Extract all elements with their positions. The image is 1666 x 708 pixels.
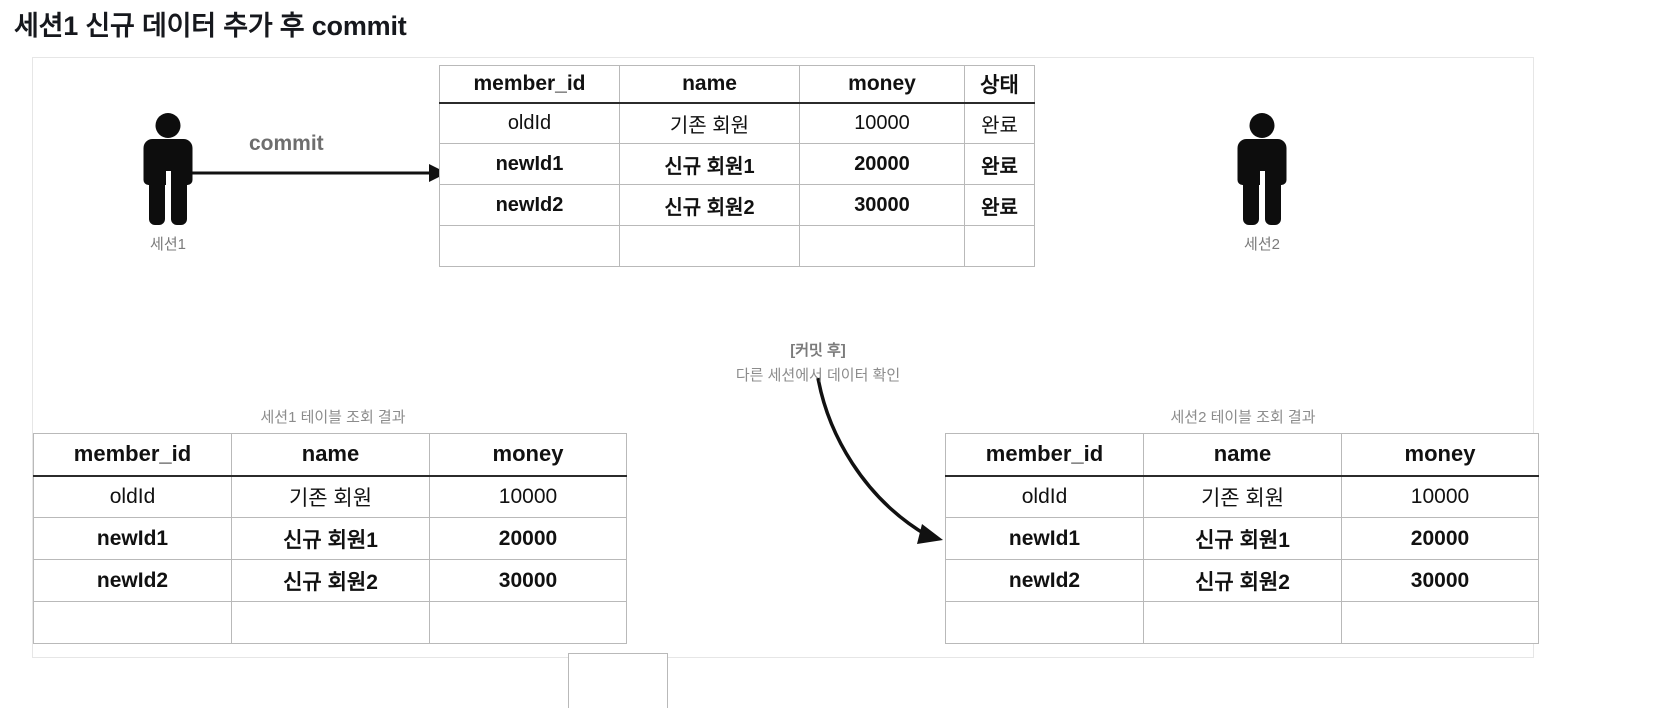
cell-name [1143,601,1342,644]
session2-table-caption: 세션2 테이블 조회 결과 [1170,409,1316,426]
cell-status: 완료 [964,143,1035,185]
cell-status: 완료 [964,184,1035,226]
column-header-money: money [799,65,965,104]
cell-status: 완료 [964,102,1035,144]
column-header-member-id: member_id [439,65,620,104]
session2-person-label: 세션2 [1244,236,1280,253]
session1-person-label: 세션1 [150,236,186,253]
cell-name: 기존 회원 [619,102,800,144]
table-row: oldId 기존 회원 10000 [945,475,1539,518]
cell-member-id: newId2 [33,559,232,602]
table-header-row: member_id name money [33,433,627,477]
column-header-member-id: member_id [33,433,232,477]
cell-money [799,225,965,267]
table-row: newId1 신규 회원1 20000 완료 [439,143,1035,185]
commit-arrow-icon [171,164,447,182]
cell-money: 30000 [799,184,965,226]
commit-arrow-label: commit [249,132,324,155]
cell-member-id: newId2 [439,184,620,226]
cell-money: 20000 [799,143,965,185]
cell-member-id: newId1 [33,517,232,560]
column-header-money: money [429,433,627,477]
person-head-icon [155,113,181,138]
cell-name: 기존 회원 [1143,475,1342,518]
person-leg-left-icon [149,175,165,225]
commit-annotation: [커밋 후] 다른 세션에서 데이터 확인 [653,339,983,385]
table-row: oldId 기존 회원 10000 [33,475,627,518]
cell-name: 기존 회원 [231,475,430,518]
session1-table-caption: 세션1 테이블 조회 결과 [260,409,406,426]
cell-member-id: newId1 [439,143,620,185]
cell-member-id [33,601,232,644]
cell-name: 신규 회원2 [1143,559,1342,602]
table-header-row: member_id name money [945,433,1539,477]
cell-money: 30000 [1341,559,1539,602]
person-leg-right-icon [171,175,187,225]
bottom-cropped-box [568,653,668,708]
person-leg-gap [1260,171,1265,227]
cell-member-id: oldId [945,475,1144,518]
cell-member-id: oldId [33,475,232,518]
person-leg-gap [166,171,171,227]
column-header-member-id: member_id [945,433,1144,477]
table-row-empty [33,601,627,644]
cell-name: 신규 회원2 [231,559,430,602]
cell-member-id [439,225,620,267]
cell-name: 신규 회원1 [1143,517,1342,560]
cell-money: 10000 [429,475,627,518]
table-row: newId1 신규 회원1 20000 [945,517,1539,560]
cell-money [1341,601,1539,644]
cell-name [231,601,430,644]
cell-money: 10000 [799,102,965,144]
cell-name: 신규 회원1 [231,517,430,560]
session1-result-table: member_id name money oldId 기존 회원 10000 n… [33,433,627,644]
cell-money: 20000 [429,517,627,560]
cell-money: 30000 [429,559,627,602]
top-members-table: member_id name money 상태 oldId 기존 회원 1000… [439,65,1035,267]
cell-member-id: newId2 [945,559,1144,602]
table-header-row: member_id name money 상태 [439,65,1035,104]
session2-result-table: member_id name money oldId 기존 회원 10000 n… [945,433,1539,644]
session1-person-icon: 세션1 [128,113,208,253]
cell-money: 10000 [1341,475,1539,518]
table-row: oldId 기존 회원 10000 완료 [439,102,1035,144]
person-head-icon [1249,113,1275,138]
page-title: 세션1 신규 데이터 추가 후 commit [14,11,407,41]
cell-name [619,225,800,267]
cell-status [964,225,1035,267]
table-row: newId2 신규 회원2 30000 [945,559,1539,602]
session2-person-icon: 세션2 [1222,113,1302,253]
cell-member-id: oldId [439,102,620,144]
commit-annotation-title: [커밋 후] [790,342,846,359]
cell-member-id: newId1 [945,517,1144,560]
commit-result-arrow-icon [816,377,943,544]
table-row-empty [439,225,1035,267]
table-row: newId1 신규 회원1 20000 [33,517,627,560]
table-row: newId2 신규 회원2 30000 완료 [439,184,1035,226]
cell-money [429,601,627,644]
diagram-canvas: 세션1 commit 세션2 [커밋 후] 다른 세션에서 데이터 확인 세션1… [32,57,1539,658]
cell-money: 20000 [1341,517,1539,560]
column-header-name: name [231,433,430,477]
column-header-money: money [1341,433,1539,477]
table-row: newId2 신규 회원2 30000 [33,559,627,602]
column-header-name: name [1143,433,1342,477]
cell-member-id [945,601,1144,644]
column-header-status: 상태 [964,65,1035,104]
cell-name: 신규 회원2 [619,184,800,226]
person-leg-right-icon [1265,175,1281,225]
commit-annotation-subtitle: 다른 세션에서 데이터 확인 [735,367,901,384]
cell-name: 신규 회원1 [619,143,800,185]
table-row-empty [945,601,1539,644]
column-header-name: name [619,65,800,104]
person-leg-left-icon [1243,175,1259,225]
